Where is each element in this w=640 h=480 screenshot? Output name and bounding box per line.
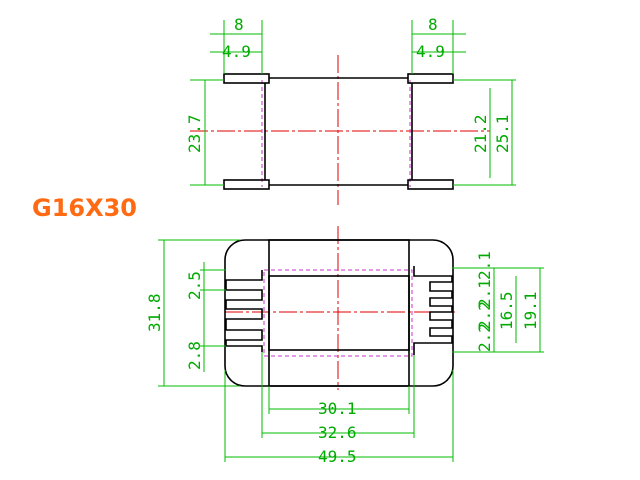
bottom-outer-profile — [224, 239, 454, 387]
dim-width-inner: 30.1 — [318, 399, 357, 418]
bottom-view: 31.8 2.5 2.8 2.1 2.1 2.2 2.2 16.5 19.1 3… — [145, 226, 544, 466]
dim-bottom-slot-upper: 2.5 — [185, 271, 204, 300]
dim-top-right-inner-height: 21.2 — [471, 114, 490, 153]
top-right-flange-lower — [407, 179, 454, 190]
dim-bottom-right-pitch-a: 2.1 — [475, 251, 494, 280]
dim-bottom-right-span: 16.5 — [497, 291, 516, 330]
bottom-hidden-window — [263, 269, 413, 357]
bottom-body — [268, 239, 410, 387]
bottom-inner-window — [268, 275, 410, 351]
dim-width-middle: 32.6 — [318, 423, 357, 442]
top-view: 8 4.9 8 4.9 23.7 21.2 25.1 — [185, 15, 516, 205]
dim-top-right-inner: 4.9 — [416, 42, 445, 61]
bottom-left-slots — [225, 270, 263, 352]
dim-top-left-inner: 4.9 — [222, 42, 251, 61]
top-right-flange-upper — [407, 73, 454, 84]
dim-bottom-right-pitch-b: 2.1 — [475, 279, 494, 308]
dim-bottom-overall-height: 31.8 — [145, 293, 164, 332]
part-title: G16X30 — [32, 194, 137, 222]
dim-top-left-height: 23.7 — [185, 114, 204, 153]
bottom-right-slots — [413, 266, 453, 355]
dim-width-overall: 49.5 — [318, 447, 357, 466]
dim-top-right-outer-height: 25.1 — [493, 114, 512, 153]
dim-bottom-right-pitch-c: 2.2 — [475, 301, 494, 330]
dim-bottom-right-total: 19.1 — [521, 291, 540, 330]
dim-top-right-width: 8 — [428, 15, 438, 34]
dim-bottom-right-pitch-d: 2.2 — [475, 323, 494, 352]
dim-bottom-slot-lower: 2.8 — [185, 341, 204, 370]
dim-top-left-width: 8 — [234, 15, 244, 34]
